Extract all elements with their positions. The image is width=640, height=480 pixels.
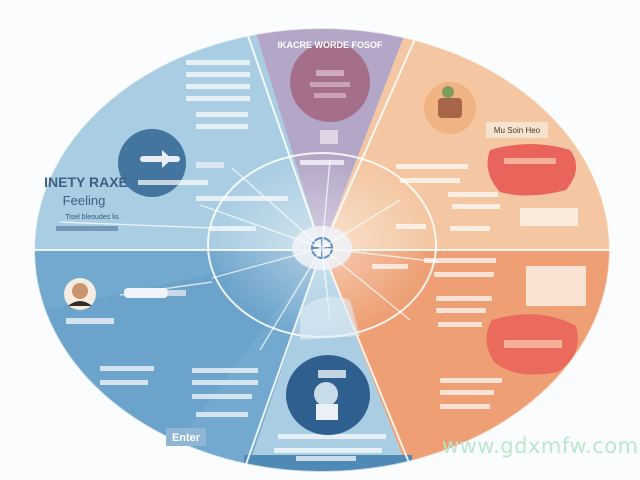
bottom-left-label-text: Enter — [172, 432, 201, 444]
placeholder-text-bars — [100, 60, 502, 461]
doctor-icon — [314, 370, 346, 420]
watermark: www.gdxmfw.com — [442, 434, 639, 458]
top-cluster: IKACRE WORDE FOSOF — [278, 40, 384, 144]
segment-top — [246, 28, 418, 250]
telescope-icon — [124, 288, 186, 298]
right-card-label: Mu Soin Heo — [494, 126, 541, 135]
airplane-icon — [140, 150, 180, 168]
left-title-line2: Feeling — [63, 193, 106, 208]
right-card — [486, 122, 548, 138]
right-cluster: Mu Soin Heo — [424, 82, 586, 375]
bottom-left-label: Enter — [166, 428, 206, 446]
red-blob-top — [487, 144, 577, 196]
left-title-block: INETY RAXE Feeling Tisel bleoudes lis — [44, 174, 128, 231]
navy-circle — [118, 129, 186, 197]
connectors — [59, 159, 441, 351]
hand-icon — [300, 296, 360, 340]
left-caption: Tisel bleoudes lis — [65, 214, 119, 221]
left-title-line1: INETY RAXE — [44, 174, 128, 190]
bottom-strip — [244, 455, 412, 472]
bottom-cluster — [286, 296, 370, 435]
person-portrait-icon — [64, 278, 96, 310]
top-title: IKACRE WORDE FOSOF — [278, 40, 384, 50]
